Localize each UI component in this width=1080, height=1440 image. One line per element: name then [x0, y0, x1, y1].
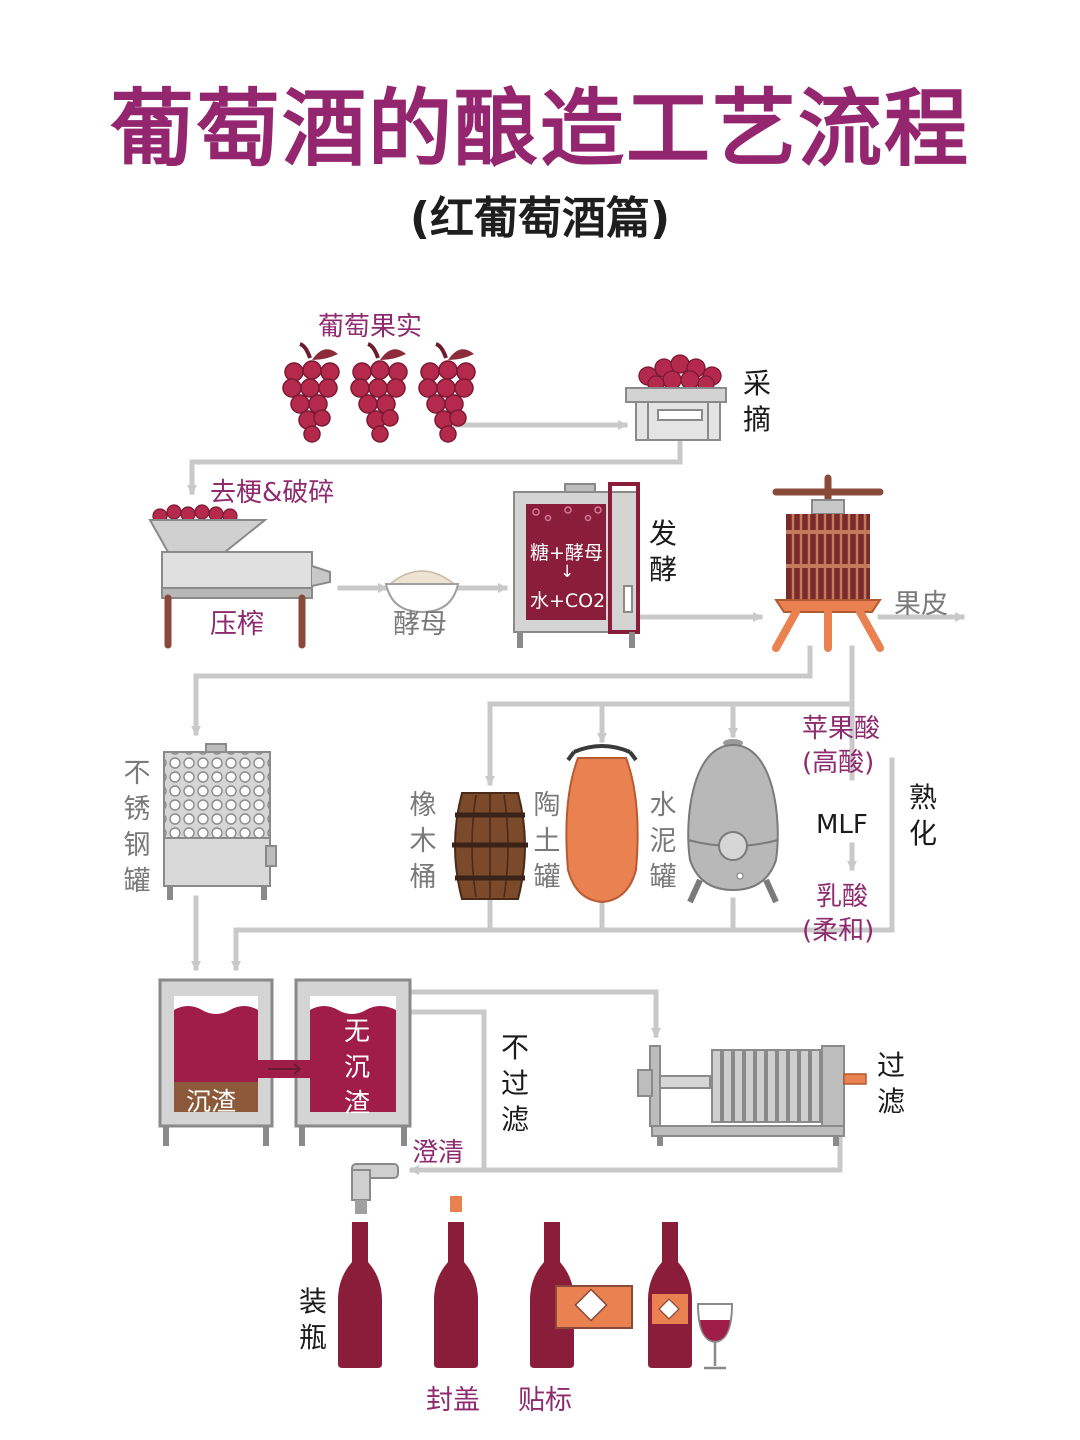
settling-tanks-icon	[158, 978, 412, 1146]
bottling-spout-icon	[351, 1163, 399, 1214]
label-yeast: 酵母	[393, 609, 447, 640]
label-press: 压榨	[210, 609, 264, 640]
label-filter: 过滤	[876, 1049, 905, 1118]
filter-press-icon	[637, 1045, 867, 1146]
arrow-no-filter	[407, 1009, 487, 1175]
label-stainless-tank: 不锈钢罐	[123, 758, 151, 897]
label-no-sediment: 无沉渣	[343, 1017, 370, 1119]
label-mlf: MLF	[816, 810, 868, 840]
label-water-co2: 水+CO2	[530, 590, 606, 612]
label-no-filter: 不过滤	[500, 1031, 529, 1136]
label-sediment: 沉渣	[186, 1087, 237, 1116]
label-capping: 封盖	[426, 1385, 480, 1416]
capped-bottle-icon	[434, 1196, 478, 1368]
label-aging: 熟化	[908, 781, 937, 850]
clay-amphora-icon	[565, 744, 639, 904]
label-skins: 果皮	[894, 589, 948, 620]
arrow-to-filter	[407, 989, 661, 1038]
grape-bunch-icon	[282, 342, 476, 443]
wine-press-icon	[772, 474, 884, 652]
label-oak-barrel: 橡木桶	[409, 790, 437, 893]
yeast-bowl-icon	[384, 570, 460, 614]
destemmer-crusher-icon	[148, 504, 331, 649]
label-fermentation: 发酵	[648, 517, 677, 586]
label-malic-acid: 苹果酸	[802, 714, 881, 744]
label-bottling: 装瓶	[298, 1285, 327, 1354]
label-grape-fruit: 葡萄果实	[318, 312, 423, 342]
label-arrow-down: ↓	[560, 562, 575, 582]
line-filter-return	[481, 1127, 843, 1173]
label-concrete-tank: 水泥罐	[649, 790, 677, 893]
arrow-harvest-to-destem	[187, 439, 683, 495]
concrete-egg-icon	[687, 739, 779, 904]
wine-bottle-icon	[338, 1222, 382, 1368]
arrow-press-to-stainless	[191, 645, 813, 736]
label-soft: (柔和)	[802, 916, 875, 946]
flow-lines	[187, 420, 965, 1175]
label-high-acid: (高酸)	[802, 748, 875, 778]
label-labeling: 贴标	[518, 1385, 572, 1416]
page-title: 葡萄酒的酿造工艺流程	[109, 80, 970, 178]
label-harvest: 采摘	[742, 367, 771, 436]
lines-vessels-down	[487, 897, 736, 933]
labeled-bottle-icon	[530, 1222, 633, 1368]
harvest-crate-icon	[625, 354, 727, 441]
label-lactic-acid: 乳酸	[816, 882, 869, 912]
label-clay-jar: 陶土罐	[533, 790, 561, 893]
arrow-to-oak	[485, 645, 855, 786]
finished-bottle-icon	[648, 1222, 692, 1368]
label-clarify: 澄清	[412, 1138, 465, 1168]
label-destem-crush: 去梗&破碎	[210, 478, 335, 508]
wine-glass-icon	[696, 1303, 734, 1370]
page-subtitle: (红葡萄酒篇)	[409, 193, 671, 244]
fermentation-tank-icon	[513, 482, 640, 648]
stainless-tank-icon	[163, 743, 277, 900]
arrow-aging-return	[231, 757, 895, 971]
label-sugar-yeast: 糖+酵母	[530, 542, 603, 564]
oak-barrel-icon	[452, 792, 528, 900]
